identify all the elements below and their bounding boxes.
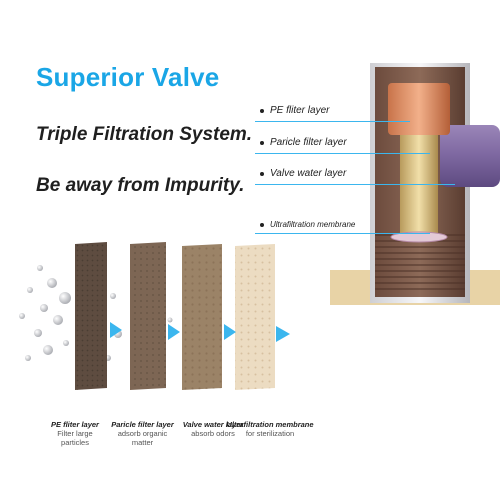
callout-line-pe — [255, 121, 410, 122]
bullet-icon — [260, 108, 264, 113]
filtration-layers-diagram — [19, 242, 290, 390]
page-title: Superior Valve — [36, 62, 220, 92]
callout-line-ultrafiltration — [255, 233, 430, 234]
callout-valve-water-layer: Valve water layer — [260, 168, 346, 179]
bullet-icon — [260, 222, 264, 227]
layer-caption-valve-water: Valve water layer absorb odors — [182, 420, 244, 438]
tagline-filtration: Triple Filtration System. — [36, 124, 253, 145]
callout-pe-layer: PE fliter layer — [260, 105, 329, 116]
layer-caption-particle: Paricle filter layer adsorb organic matt… — [111, 420, 174, 447]
layer-caption-pe: PE fliter layer Filter large particles — [51, 420, 99, 447]
callout-particle-layer: Paricle filter layer — [260, 137, 347, 148]
callout-line-particle — [255, 153, 430, 154]
tagline-impurity: Be away from Impurity. — [36, 175, 245, 196]
callout-line-valve-water — [255, 184, 455, 185]
callout-ultrafiltration: Ultrafiltration membrane — [260, 220, 355, 229]
layer-caption-ultrafiltration: Ultrafiltration membrane for sterilizati… — [226, 420, 314, 438]
valve-cutaway-illustration — [330, 63, 500, 305]
bullet-icon — [260, 140, 264, 145]
bullet-icon — [260, 171, 264, 176]
flow-arrows — [110, 322, 290, 342]
